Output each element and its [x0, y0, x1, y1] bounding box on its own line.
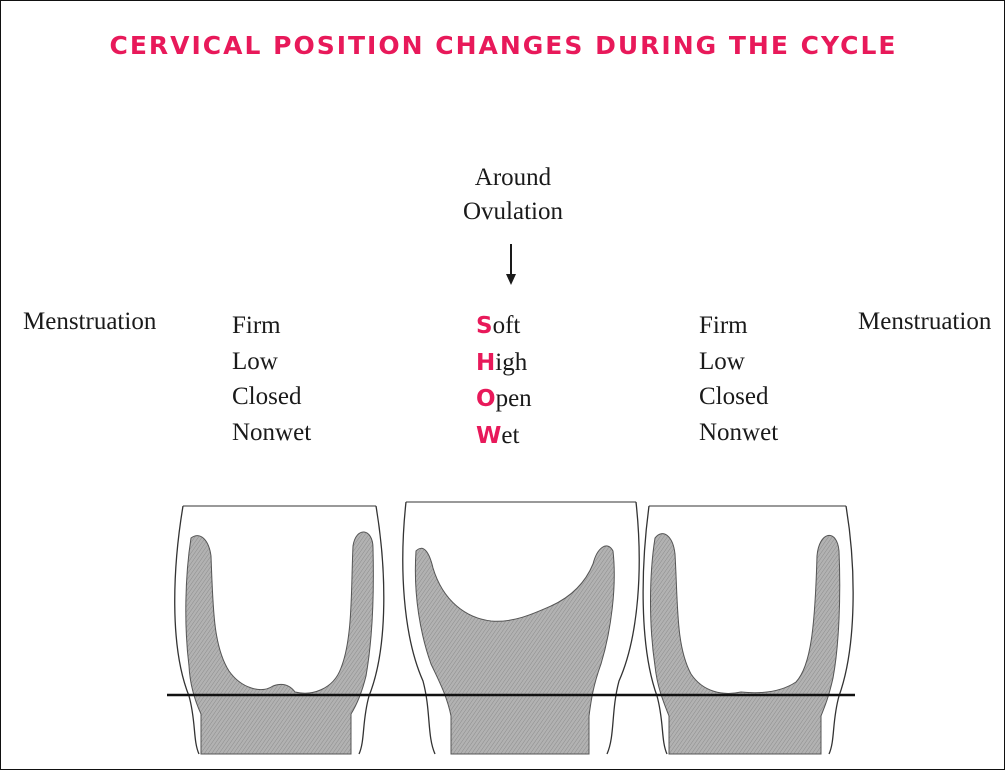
initial-o: O: [476, 386, 496, 412]
left-item-firm: Firm: [232, 308, 311, 344]
down-arrow-icon: [510, 244, 512, 274]
ovulation-label: Around Ovulation: [413, 161, 613, 229]
ovulation-label-line2: Ovulation: [413, 195, 613, 229]
middle-item-soft: Soft: [476, 308, 532, 345]
middle-column: Soft High Open Wet: [476, 308, 532, 454]
right-item-firm: Firm: [699, 308, 778, 344]
right-item-low: Low: [699, 344, 778, 380]
initial-h: H: [476, 350, 495, 376]
left-menstruation-label: Menstruation: [23, 308, 156, 336]
right-column: Firm Low Closed Nonwet: [699, 308, 778, 450]
left-item-nonwet: Nonwet: [232, 415, 311, 451]
arrow-head-icon: [506, 274, 516, 285]
cervix-illustrations: [161, 496, 861, 756]
initial-s: S: [476, 313, 493, 339]
ovulation-label-line1: Around: [413, 161, 613, 195]
right-item-nonwet: Nonwet: [699, 415, 778, 451]
right-item-closed: Closed: [699, 379, 778, 415]
cervix-menstruation-right: [643, 506, 853, 754]
left-column: Firm Low Closed Nonwet: [232, 308, 311, 450]
middle-item-high: High: [476, 345, 532, 382]
left-item-closed: Closed: [232, 379, 311, 415]
left-item-low: Low: [232, 344, 311, 380]
middle-item-wet: Wet: [476, 418, 532, 455]
cervix-menstruation-left: [175, 506, 384, 754]
initial-w: W: [476, 423, 501, 449]
middle-item-open: Open: [476, 381, 532, 418]
cervix-ovulation-middle: [403, 502, 639, 754]
diagram-title: CERVICAL POSITION CHANGES DURING THE CYC…: [1, 31, 1005, 60]
right-menstruation-label: Menstruation: [858, 308, 991, 336]
